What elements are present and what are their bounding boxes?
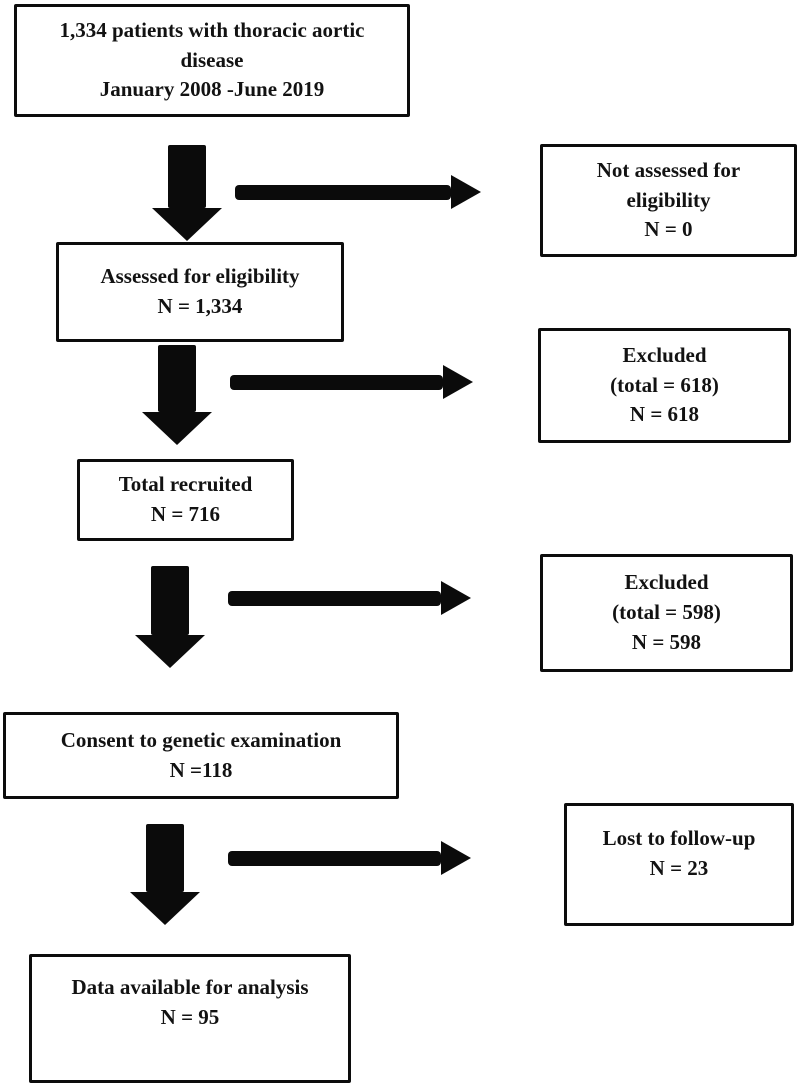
- node-text-line: Lost to follow-up: [602, 825, 756, 850]
- node-count-line: N =118: [169, 757, 233, 782]
- right-arrow-icon: [228, 841, 471, 875]
- arrow-head: [441, 841, 471, 875]
- node-text-line: (total = 598): [612, 600, 721, 625]
- arrow-shaft: [228, 850, 441, 866]
- down-arrow-icon: [135, 566, 205, 668]
- node-count-line: N = 716: [150, 502, 221, 526]
- right-arrow-icon: [228, 581, 471, 615]
- node-total-recruited: Total recruited N = 716: [77, 459, 294, 541]
- node-count-line: N = 598: [631, 629, 702, 654]
- node-excluded-598: Excluded (total = 598) N = 598: [540, 554, 793, 672]
- arrow-shaft: [168, 145, 206, 208]
- arrow-shaft: [146, 824, 184, 892]
- node-count-line: N = 95: [160, 1004, 220, 1029]
- arrow-head: [152, 208, 222, 241]
- arrow-head: [130, 892, 200, 925]
- node-text-line: Excluded: [622, 342, 707, 367]
- node-consent-genetic-examination: Consent to genetic examination N =118: [3, 712, 399, 799]
- node-excluded-618: Excluded (total = 618) N = 618: [538, 328, 791, 443]
- down-arrow-icon: [130, 824, 200, 925]
- node-not-assessed: Not assessed for eligibility N = 0: [540, 144, 797, 257]
- node-count-line: N = 23: [649, 855, 709, 880]
- node-text-line: Data available for analysis: [71, 974, 309, 999]
- arrow-shaft: [228, 590, 441, 606]
- node-count-line: N = 0: [644, 217, 693, 242]
- node-text-line: Not assessed for eligibility: [596, 157, 741, 212]
- arrow-head: [443, 365, 473, 399]
- arrow-shaft: [151, 566, 189, 635]
- node-data-available-for-analysis: Data available for analysis N = 95: [29, 954, 351, 1083]
- node-lost-to-followup: Lost to follow-up N = 23: [564, 803, 794, 926]
- arrow-shaft: [230, 374, 443, 390]
- down-arrow-icon: [152, 145, 222, 241]
- right-arrow-icon: [230, 365, 473, 399]
- right-arrow-icon: [235, 175, 481, 209]
- arrow-head: [135, 635, 205, 668]
- arrow-shaft: [158, 345, 196, 412]
- node-text-line: Total recruited: [118, 472, 253, 497]
- node-assessed-for-eligibility: Assessed for eligibility N = 1,334: [56, 242, 344, 342]
- node-count-line: N = 618: [629, 402, 700, 427]
- arrow-head: [451, 175, 481, 209]
- arrow-head: [142, 412, 212, 445]
- node-text-line: Consent to genetic examination: [60, 727, 342, 752]
- node-text-line: Excluded: [624, 570, 709, 595]
- node-text-line: (total = 618): [610, 372, 719, 397]
- node-text-line: 1,334 patients with thoracic aortic dise…: [59, 17, 365, 72]
- down-arrow-icon: [142, 345, 212, 445]
- arrow-head: [441, 581, 471, 615]
- node-text-line: January 2008 -June 2019: [99, 77, 325, 102]
- node-initial-patients: 1,334 patients with thoracic aortic dise…: [14, 4, 410, 117]
- node-count-line: N = 1,334: [157, 294, 243, 318]
- arrow-shaft: [235, 184, 451, 200]
- node-text-line: Assessed for eligibility: [100, 264, 300, 289]
